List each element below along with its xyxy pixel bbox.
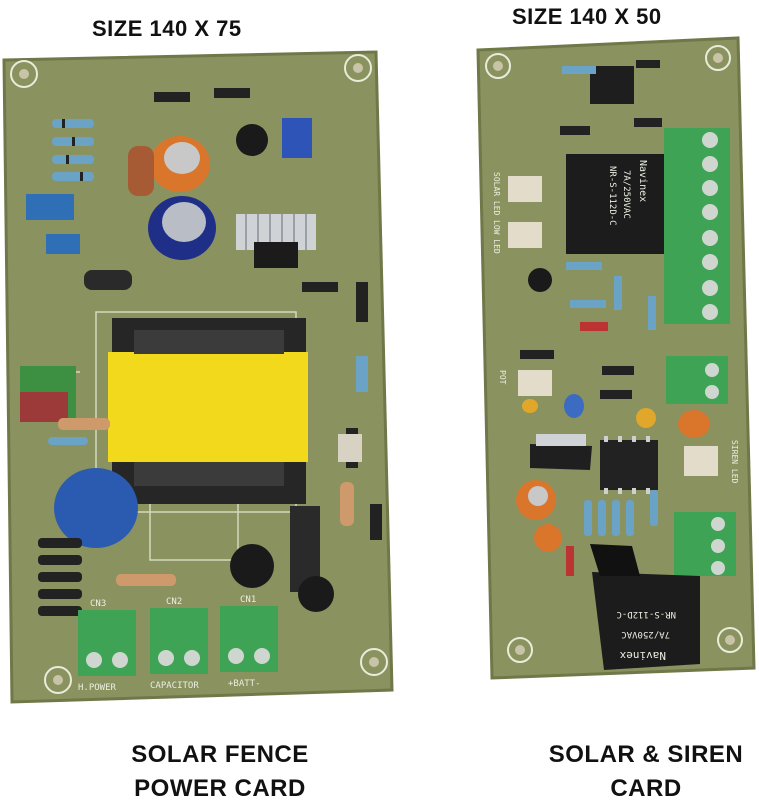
label-low-led: LOW LED (492, 220, 501, 254)
varistor-disc (54, 468, 138, 548)
relay-top-model: NR-S-112D-C (607, 166, 617, 226)
bottom-label-batt: +BATT- (228, 679, 261, 689)
trimmer-pot (282, 118, 312, 158)
left-card-size-label: SIZE 140 X 75 (92, 16, 242, 41)
bottom-label-hpower: H.POWER (78, 683, 117, 693)
left-card-caption: SOLAR FENCE POWER CARD (120, 738, 320, 806)
terminal-label-cn1: CN1 (240, 595, 256, 605)
right-card-size-label: SIZE 140 X 50 (512, 4, 662, 29)
left-resistors (52, 119, 94, 181)
left-pcb-board: CN3 CN2 CN1 H.POWER CAPACITOR +BATT- (2, 50, 394, 704)
orange-capacitor (150, 136, 210, 192)
relay-bottom-model: NR-S-112D-C (616, 609, 676, 619)
heatsink (236, 214, 316, 268)
right-caption-line2: CARD (610, 775, 682, 802)
terminal-label-cn2: CN2 (166, 597, 182, 607)
label-pot: POT (498, 370, 507, 385)
relay-top: Navinex 7A/250VAC NR-S-112D-C (566, 154, 664, 254)
left-caption-line1: SOLAR FENCE (131, 741, 309, 768)
blue-film-capacitor (26, 194, 74, 220)
dip-ic (600, 436, 658, 494)
transformer (108, 318, 308, 504)
terminal-strip-long (664, 128, 730, 324)
right-pcb-board: Navinex 7A/250VAC NR-S-112D-C SOLAR LED … (476, 36, 756, 680)
relay-bottom-brand: Navinex (619, 649, 666, 662)
right-card-caption: SOLAR & SIREN CARD (536, 738, 756, 806)
relay-bottom: Navinex 7A/250VAC NR-S-112D-C (590, 544, 700, 670)
left-terminal-blocks (78, 606, 278, 676)
right-caption-line1: SOLAR & SIREN (548, 741, 744, 768)
bottom-label-capacitor: CAPACITOR (150, 681, 199, 691)
label-siren-led: SIREN LED (730, 440, 739, 484)
left-caption-line2: POWER CARD (134, 775, 306, 802)
blue-electrolytic-capacitor (148, 196, 216, 260)
relay-bottom-rating: 7A/250VAC (621, 629, 670, 639)
label-solar-led: SOLAR LED (492, 172, 501, 216)
relay-top-rating: 7A/250VAC (621, 170, 631, 219)
relay-top-brand: Navinex (637, 160, 648, 202)
terminal-label-cn3: CN3 (90, 599, 106, 609)
